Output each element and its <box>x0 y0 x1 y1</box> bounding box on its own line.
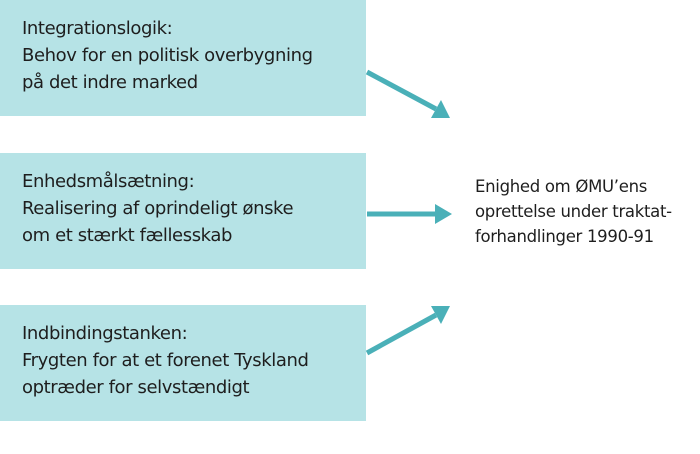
factor-text: Realisering af oprindeligt ønske <box>22 198 294 219</box>
outcome-line: Enighed om ØMU’ens <box>475 177 648 196</box>
factor-text: Behov for en politisk overbygning <box>22 45 313 66</box>
arrow-1 <box>365 69 438 112</box>
factor-text: optræder for selvstændigt <box>22 377 250 398</box>
factor-title: Integrationslogik: <box>22 18 173 39</box>
factor-text: Frygten for at et forenet Tyskland <box>22 350 309 371</box>
factor-title: Indbindingstanken: <box>22 323 188 344</box>
outcome-line: oprettelse under traktat- <box>475 202 672 221</box>
arrowhead-2-icon <box>435 204 452 224</box>
outcome-text: Enighed om ØMU’ens oprettelse under trak… <box>475 174 672 249</box>
arrowhead-3-icon <box>431 306 450 324</box>
factor-text: på det indre marked <box>22 72 198 93</box>
arrowhead-1-icon <box>431 100 450 118</box>
factor-text: om et stærkt fællesskab <box>22 225 233 246</box>
arrow-3 <box>365 312 438 356</box>
factor-box-unity-goal: Enhedsmålsætning: Realisering af oprinde… <box>0 153 366 269</box>
factor-box-binding: Indbindingstanken: Frygten for at et for… <box>0 305 366 421</box>
outcome-line: forhandlinger 1990-91 <box>475 227 654 246</box>
factor-title: Enhedsmålsætning: <box>22 171 195 192</box>
factor-box-integration: Integrationslogik: Behov for en politisk… <box>0 0 366 116</box>
